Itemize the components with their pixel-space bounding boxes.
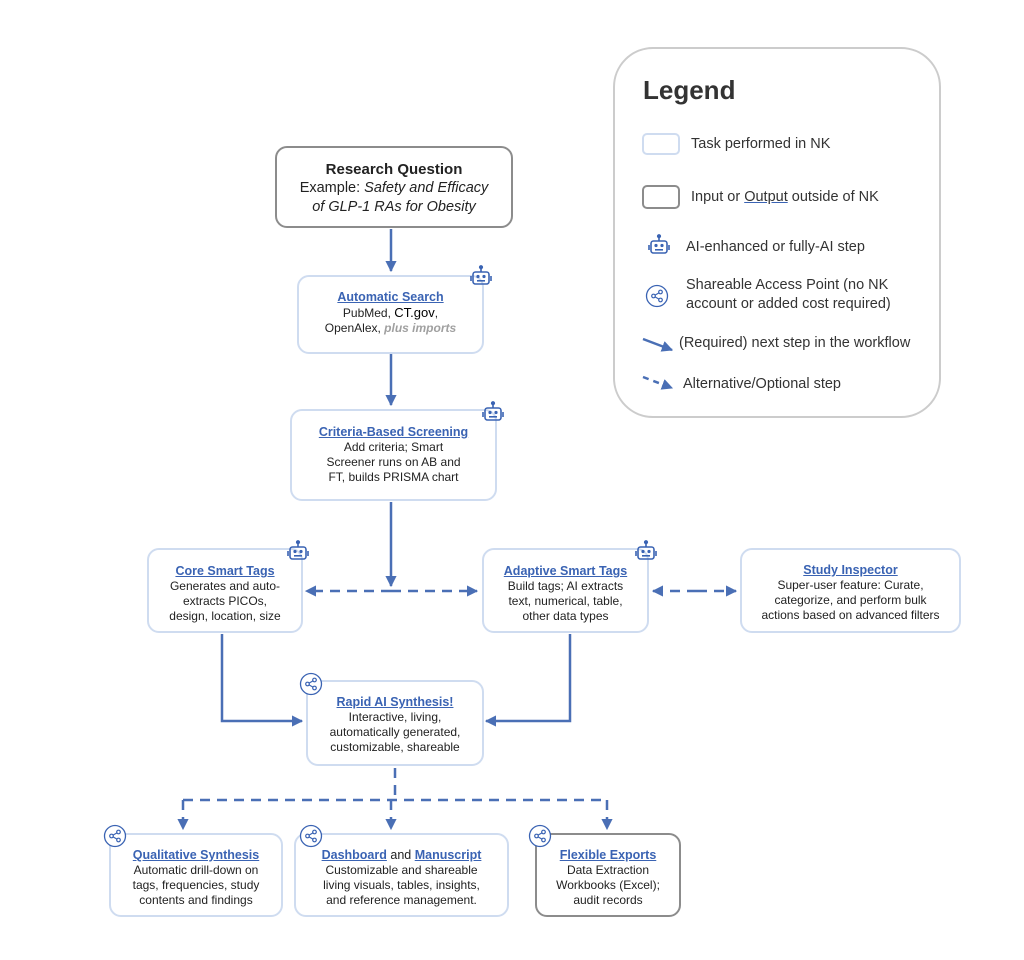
share-icon xyxy=(645,284,669,308)
rapid-synthesis-box[interactable]: Rapid AI Synthesis! Interactive, living,… xyxy=(306,680,484,766)
study-inspector-line: categorize, and perform bulk xyxy=(774,593,927,607)
legend-io-suffix: outside of NK xyxy=(787,189,879,205)
automatic-search-title[interactable]: Automatic Search xyxy=(337,290,444,304)
legend-panel: Legend Task performed in NK Input or Out… xyxy=(613,47,941,418)
robot-icon xyxy=(635,540,657,560)
dashboard-manuscript-line: and reference management. xyxy=(326,893,477,907)
criteria-screening-line: FT, builds PRISMA chart xyxy=(328,470,459,484)
legend-required-arrow xyxy=(642,337,674,352)
flexible-exports-line: Data Extraction xyxy=(566,863,650,877)
criteria-screening-box[interactable]: Criteria-Based Screening Add criteria; S… xyxy=(290,409,497,501)
core-smart-tags-line: extracts PICOs, xyxy=(182,594,268,608)
legend-share-line2: account or added cost required) xyxy=(686,296,891,312)
robot-icon xyxy=(482,401,504,421)
rapid-synthesis-title[interactable]: Rapid AI Synthesis! xyxy=(336,695,454,709)
legend-io-label: Input or Output outside of NK xyxy=(691,188,879,207)
legend-required-label: (Required) next step in the workflow xyxy=(679,335,911,351)
research-question-example-line2: of GLP-1 RAs for Obesity xyxy=(312,199,476,215)
core-smart-tags-line: design, location, size xyxy=(169,609,281,623)
qualitative-synthesis-title[interactable]: Qualitative Synthesis xyxy=(132,848,260,862)
search-source-pubmed: PubMed, xyxy=(342,306,395,320)
robot-icon xyxy=(287,540,309,560)
legend-task-label: Task performed in NK xyxy=(691,136,831,152)
legend-share-label: Shareable Access Point (no NK account or… xyxy=(686,276,891,314)
qualitative-synthesis-line: tags, frequencies, study xyxy=(132,878,260,892)
dashboard-and: and xyxy=(386,848,415,862)
research-question-title: Research Question xyxy=(325,161,463,178)
adaptive-smart-tags-box[interactable]: Adaptive Smart Tags Build tags; AI extra… xyxy=(482,548,649,633)
legend-title: Legend xyxy=(643,75,736,105)
dashboard-manuscript-box[interactable]: Dashboard and Manuscript Customizable an… xyxy=(294,833,509,917)
legend-ai-label: AI-enhanced or fully-AI step xyxy=(686,239,865,255)
adaptive-smart-tags-title[interactable]: Adaptive Smart Tags xyxy=(503,564,628,578)
search-source-openalex: OpenAlex, xyxy=(324,321,385,335)
share-icon[interactable] xyxy=(299,672,323,696)
legend-share-line1: Shareable Access Point (no NK xyxy=(686,277,889,293)
share-icon[interactable] xyxy=(528,824,552,848)
share-icon[interactable] xyxy=(299,824,323,848)
legend-optional-arrow xyxy=(642,375,674,390)
robot-icon xyxy=(470,265,492,285)
legend-io-prefix: Input or xyxy=(691,189,745,205)
adaptive-smart-tags-line: text, numerical, table, xyxy=(508,594,623,608)
qualitative-synthesis-box[interactable]: Qualitative Synthesis Automatic drill-do… xyxy=(109,833,283,917)
qualitative-synthesis-line: Automatic drill-down on xyxy=(133,863,259,877)
legend-io-swatch xyxy=(642,185,680,209)
rapid-synthesis-line: automatically generated, xyxy=(329,725,461,739)
automatic-search-box[interactable]: Automatic Search PubMed, CT.gov, OpenAle… xyxy=(297,275,484,354)
arrow-adaptive-to-synthesis xyxy=(484,634,572,727)
search-plus-imports: plus imports xyxy=(384,321,457,335)
flexible-exports-line: audit records xyxy=(573,893,643,907)
rapid-synthesis-line: Interactive, living, xyxy=(348,710,442,724)
core-smart-tags-box[interactable]: Core Smart Tags Generates and auto- extr… xyxy=(147,548,303,633)
flexible-exports-title[interactable]: Flexible Exports xyxy=(559,848,657,862)
research-question-example-prefix: Example: xyxy=(299,180,365,196)
robot-icon xyxy=(648,234,670,254)
study-inspector-box[interactable]: Study Inspector Super-user feature: Cura… xyxy=(740,548,961,633)
research-question-example-line1: Safety and Efficacy xyxy=(364,180,489,196)
criteria-screening-title[interactable]: Criteria-Based Screening xyxy=(318,425,469,439)
core-smart-tags-line: Generates and auto- xyxy=(169,579,281,593)
search-source-sep: , xyxy=(434,306,439,320)
share-icon[interactable] xyxy=(103,824,127,848)
legend-task-swatch xyxy=(642,133,680,155)
legend-optional-label: Alternative/Optional step xyxy=(683,376,841,392)
core-smart-tags-title[interactable]: Core Smart Tags xyxy=(175,564,275,578)
dashboard-title[interactable]: Dashboard xyxy=(321,848,387,862)
qualitative-synthesis-line: contents and findings xyxy=(139,893,253,907)
research-question-box: Research Question Example: Safety and Ef… xyxy=(275,146,513,228)
criteria-screening-line: Screener runs on AB and xyxy=(326,455,461,469)
rapid-synthesis-line: customizable, shareable xyxy=(330,740,460,754)
adaptive-smart-tags-line: Build tags; AI extracts xyxy=(507,579,624,593)
dashboard-manuscript-line: Customizable and shareable xyxy=(325,863,478,877)
study-inspector-title[interactable]: Study Inspector xyxy=(803,563,898,577)
manuscript-title[interactable]: Manuscript xyxy=(414,848,482,862)
adaptive-smart-tags-line: other data types xyxy=(522,609,609,623)
search-source-ctgov: CT.gov xyxy=(394,305,435,320)
flexible-exports-box[interactable]: Flexible Exports Data Extraction Workboo… xyxy=(535,833,681,917)
legend-io-output: Output xyxy=(744,189,788,205)
flexible-exports-line: Workbooks (Excel); xyxy=(556,878,660,892)
study-inspector-line: actions based on advanced filters xyxy=(761,608,940,622)
study-inspector-line: Super-user feature: Curate, xyxy=(777,578,924,592)
criteria-screening-line: Add criteria; Smart xyxy=(343,440,444,454)
dashboard-manuscript-line: living visuals, tables, insights, xyxy=(323,878,480,892)
arrow-core-to-synthesis xyxy=(220,634,304,727)
